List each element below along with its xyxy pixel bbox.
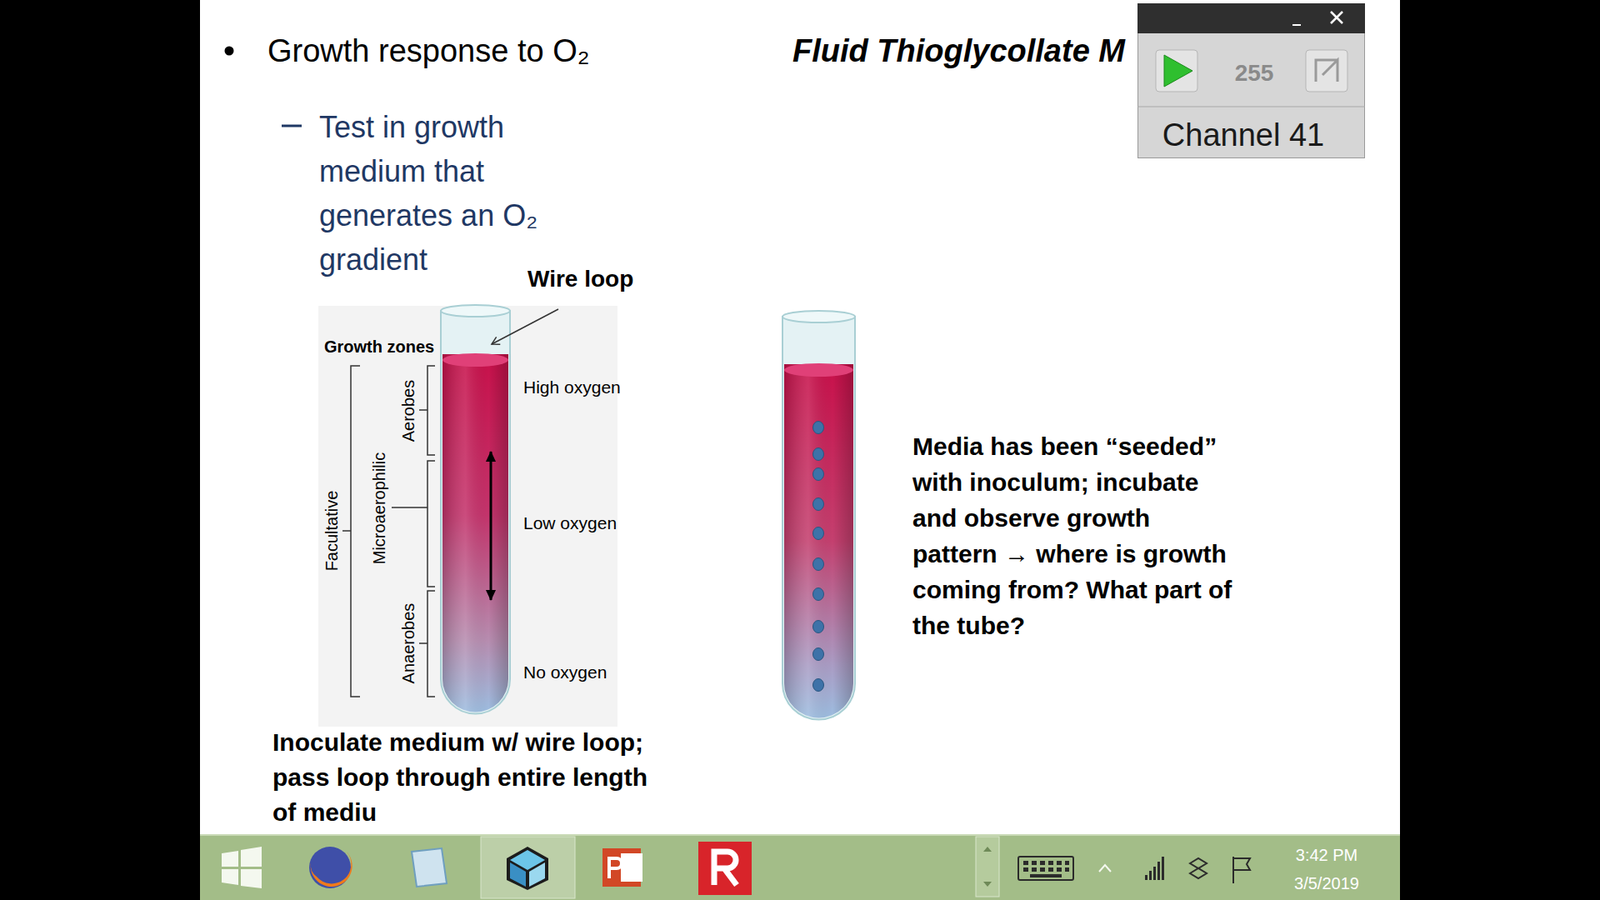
oxygen-level: Low oxygen (523, 513, 617, 534)
oxygen-level: No oxygen (523, 662, 607, 683)
zone-label: Microaerophilic (370, 452, 388, 565)
taskbar (200, 835, 1400, 900)
slide (200, 0, 1400, 835)
control-panel: 255Channel 41 (1137, 3, 1365, 159)
dash (281, 125, 302, 128)
channel-label: Channel 41 (1162, 117, 1325, 154)
sub-bullet: Test in growth medium that generates an … (319, 105, 570, 282)
zone-label: Anaerobes (400, 603, 417, 685)
clock-date: 3/5/2019 (1294, 874, 1360, 894)
leader-line (491, 309, 559, 345)
bullet (225, 46, 235, 56)
callout-label: Wire loop (527, 265, 634, 293)
slide-title: Fluid Thioglycollate M (792, 33, 1125, 70)
counter-value: 255 (1235, 60, 1275, 87)
gradient-arrow (490, 451, 493, 600)
seeded-tube (782, 310, 855, 720)
zone-label: Facultative (323, 490, 340, 572)
bullet-heading: Growth response to O₂ (267, 33, 590, 70)
clock-time: 3:42 PM (1295, 845, 1358, 865)
note-text: Inoculate medium w/ wire loop; pass loop… (272, 725, 652, 830)
figure-panel (318, 305, 618, 727)
inoculum-dots (813, 421, 825, 692)
figure-heading: Growth zones (324, 337, 435, 357)
zone-label: Aerobes (400, 380, 417, 443)
oxygen-level: High oxygen (523, 377, 621, 398)
note-text: Media has been “seeded” with inoculum; i… (912, 428, 1238, 644)
zone-brackets (342, 365, 435, 697)
test-tube (440, 305, 510, 715)
